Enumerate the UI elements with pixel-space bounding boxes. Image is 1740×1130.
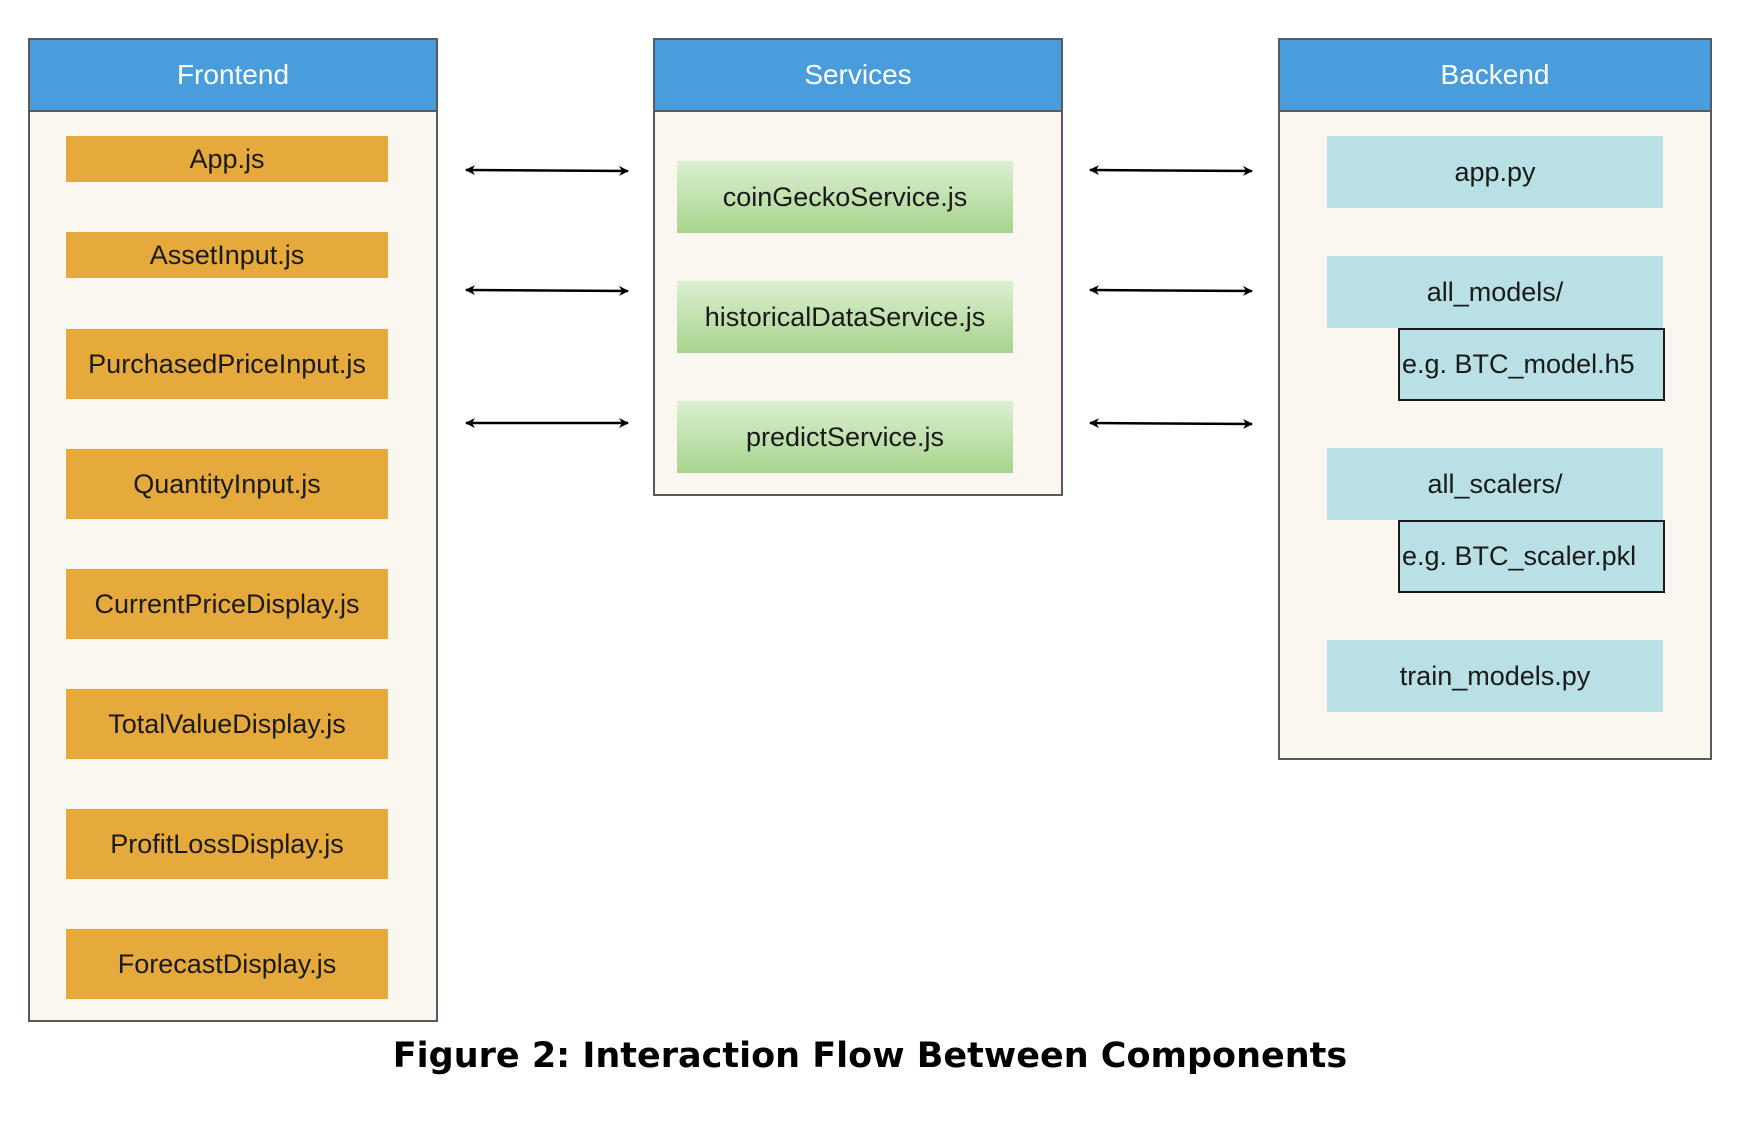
arrow-services-backend-1 xyxy=(1089,165,1253,176)
frontend-panel: Frontend App.js AssetInput.js PurchasedP… xyxy=(28,38,438,1022)
frontend-item-quantity-input: QuantityInput.js xyxy=(66,449,388,519)
services-header: Services xyxy=(655,40,1061,112)
backend-header: Backend xyxy=(1280,40,1710,112)
backend-panel: Backend app.py all_models/ e.g. BTC_mode… xyxy=(1278,38,1712,760)
backend-item-all-models: all_models/ xyxy=(1327,256,1663,328)
backend-item-scaler-example: e.g. BTC_scaler.pkl xyxy=(1398,520,1665,593)
frontend-header: Frontend xyxy=(30,40,436,112)
frontend-item-app: App.js xyxy=(66,136,388,182)
arrow-frontend-services-2 xyxy=(465,285,629,296)
backend-item-all-scalers: all_scalers/ xyxy=(1327,448,1663,520)
frontend-item-asset-input: AssetInput.js xyxy=(66,232,388,278)
arrow-services-backend-2 xyxy=(1089,285,1253,296)
backend-item-app-py: app.py xyxy=(1327,136,1663,208)
figure-caption: Figure 2: Interaction Flow Between Compo… xyxy=(392,1036,1348,1076)
frontend-item-profit-loss-display: ProfitLossDisplay.js xyxy=(66,809,388,879)
service-item-coingecko: coinGeckoService.js xyxy=(677,161,1013,233)
arrow-frontend-services-1 xyxy=(465,165,629,176)
frontend-item-forecast-display: ForecastDisplay.js xyxy=(66,929,388,999)
frontend-item-total-value-display: TotalValueDisplay.js xyxy=(66,689,388,759)
frontend-item-purchased-price-input: PurchasedPriceInput.js xyxy=(66,329,388,399)
arrow-services-backend-3 xyxy=(1089,418,1253,429)
service-item-historical-data: historicalDataService.js xyxy=(677,281,1013,353)
services-panel: Services coinGeckoService.js historicalD… xyxy=(653,38,1063,496)
backend-item-train-models: train_models.py xyxy=(1327,640,1663,712)
frontend-item-current-price-display: CurrentPriceDisplay.js xyxy=(66,569,388,639)
service-item-predict: predictService.js xyxy=(677,401,1013,473)
backend-item-model-example: e.g. BTC_model.h5 xyxy=(1398,328,1665,401)
